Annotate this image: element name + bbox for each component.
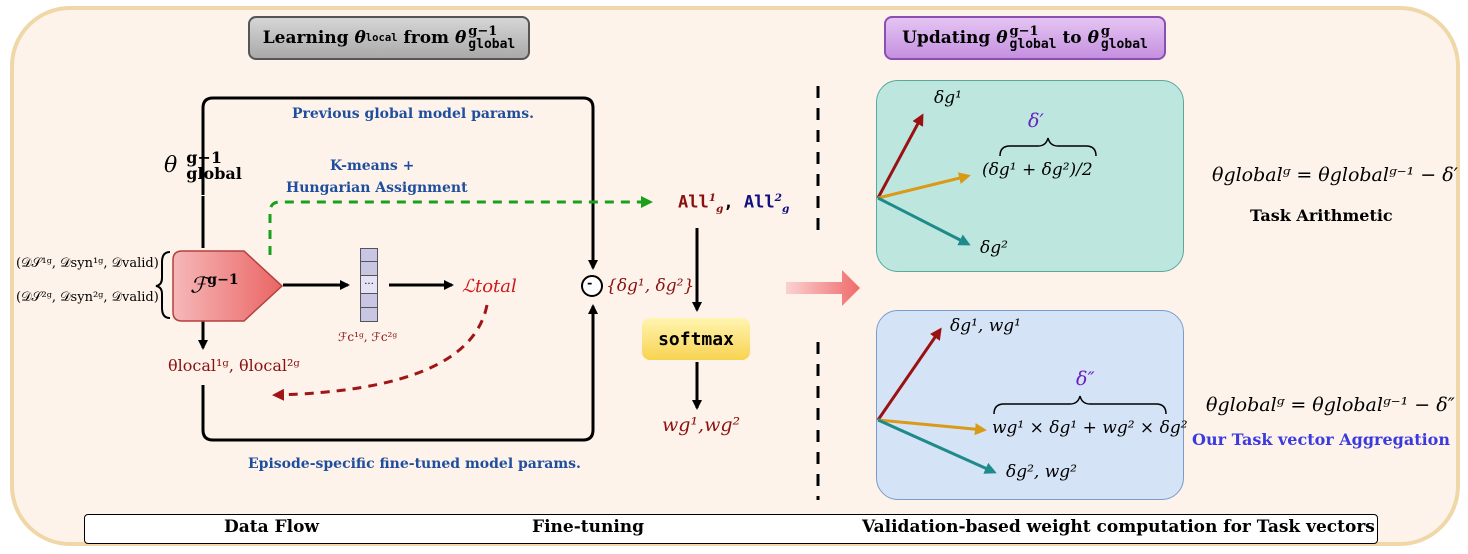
top-equation-label: Task Arithmetic	[1250, 206, 1393, 225]
top-avg-expr: (δg¹ + δg²)/2	[982, 160, 1093, 180]
validation-dashed-line	[268, 196, 653, 255]
bottom-delta2: δg², wg²	[1006, 462, 1077, 482]
header-right-prefix: Updating	[902, 28, 991, 48]
input-tuple-2: (𝒟𝒮²ᵍ, 𝒟syn²ᵍ, 𝒟valid)	[16, 290, 159, 305]
bottom-delta1: δg¹, wg¹	[950, 316, 1021, 336]
header-right-sup2: g	[1100, 24, 1110, 39]
bottom-equation: θglobalᵍ = θglobalᵍ⁻¹ − δ″	[1206, 394, 1455, 416]
top-delta-prime: δ′	[1028, 110, 1044, 132]
finetune-dashed-curve	[272, 304, 489, 401]
task-aggregation-box	[876, 310, 1184, 500]
header-right-theta: θ	[996, 28, 1008, 48]
model-symbol: ℱ	[190, 273, 208, 299]
header-left-from: from	[403, 28, 450, 48]
weights-label: wg¹,wg²	[662, 414, 741, 436]
kmeans-line1: K-means +	[330, 158, 415, 174]
input-brace	[155, 251, 171, 319]
input-tuple-1: (𝒟𝒮¹ᵍ, 𝒟syn¹ᵍ, 𝒟valid)	[16, 256, 159, 271]
theta-prev-sub: global	[186, 164, 242, 183]
header-right-theta2: θ	[1087, 28, 1099, 48]
minus-sign: -	[587, 276, 593, 291]
model-block	[172, 250, 284, 322]
top-delta2: δg²	[980, 238, 1008, 258]
header-left-prefix: Learning	[262, 28, 349, 48]
feature-block-dots: ...	[360, 276, 378, 294]
header-left-theta2: θ	[454, 28, 467, 48]
header-left-sub2: global	[468, 37, 516, 52]
header-left-theta: θ	[354, 28, 366, 48]
top-brace	[999, 137, 1097, 157]
local-params-label: θlocal¹ᵍ, θlocal²ᵍ	[168, 356, 300, 375]
bottom-vector-weighted	[877, 418, 987, 436]
theta-prev-symbol: θ	[164, 153, 178, 178]
feature-block: ...	[360, 248, 378, 322]
legend-data-flow: Data Flow	[224, 517, 320, 537]
transition-arrow	[786, 270, 860, 306]
bottom-vector-delta1	[876, 327, 942, 421]
loss-label: ℒtotal	[462, 276, 517, 297]
legend	[84, 514, 1378, 544]
all-label: All1g, All2g	[678, 192, 790, 216]
top-delta1: δg¹	[934, 88, 962, 108]
legend-validation: Validation-based weight computation for …	[862, 517, 1375, 537]
header-left-sup2: g−1	[468, 24, 498, 39]
task-vectors-set: {δg¹, δg²}	[606, 276, 695, 296]
legend-fine-tuning: Fine-tuning	[532, 517, 645, 537]
theta-prev-sup: g−1	[186, 148, 222, 167]
fc-label: ℱc¹ᵍ, ℱc²ᵍ	[338, 330, 398, 344]
header-right-sub2: global	[1100, 37, 1148, 52]
bottom-equation-label: Our Task vector Aggregation	[1192, 430, 1450, 449]
top-vector-delta1	[876, 113, 924, 199]
kmeans-line2: Hungarian Assignment	[286, 180, 468, 196]
top-equation: θglobalᵍ = θglobalᵍ⁻¹ − δ′	[1212, 164, 1458, 186]
header-right-to: to	[1062, 28, 1082, 48]
top-vector-avg	[877, 172, 971, 200]
episode-params-label: Episode-specific fine-tuned model params…	[248, 456, 581, 472]
bottom-weighted-expr: wg¹ × δg¹ + wg² × δg²	[992, 418, 1188, 438]
header-left-sub: local	[365, 32, 398, 44]
bottom-vector-delta2	[877, 418, 997, 474]
top-vector-delta2	[877, 196, 971, 246]
prev-params-line	[201, 96, 598, 270]
bottom-delta-dprime: δ″	[1076, 368, 1095, 390]
minus-circle	[581, 275, 603, 297]
model-label: ℱg−1	[190, 272, 239, 298]
bottom-brace	[993, 395, 1167, 415]
prev-params-label: Previous global model params.	[292, 106, 534, 122]
all-label-2: All	[743, 192, 775, 213]
task-arithmetic-box	[876, 80, 1184, 272]
model-sup: g−1	[207, 272, 239, 288]
softmax-block: softmax	[642, 318, 750, 360]
all-label-1: All	[678, 192, 709, 213]
episode-params-line	[201, 304, 598, 442]
header-right-sub: global	[1009, 37, 1057, 52]
header-right-sup: g−1	[1009, 24, 1039, 39]
